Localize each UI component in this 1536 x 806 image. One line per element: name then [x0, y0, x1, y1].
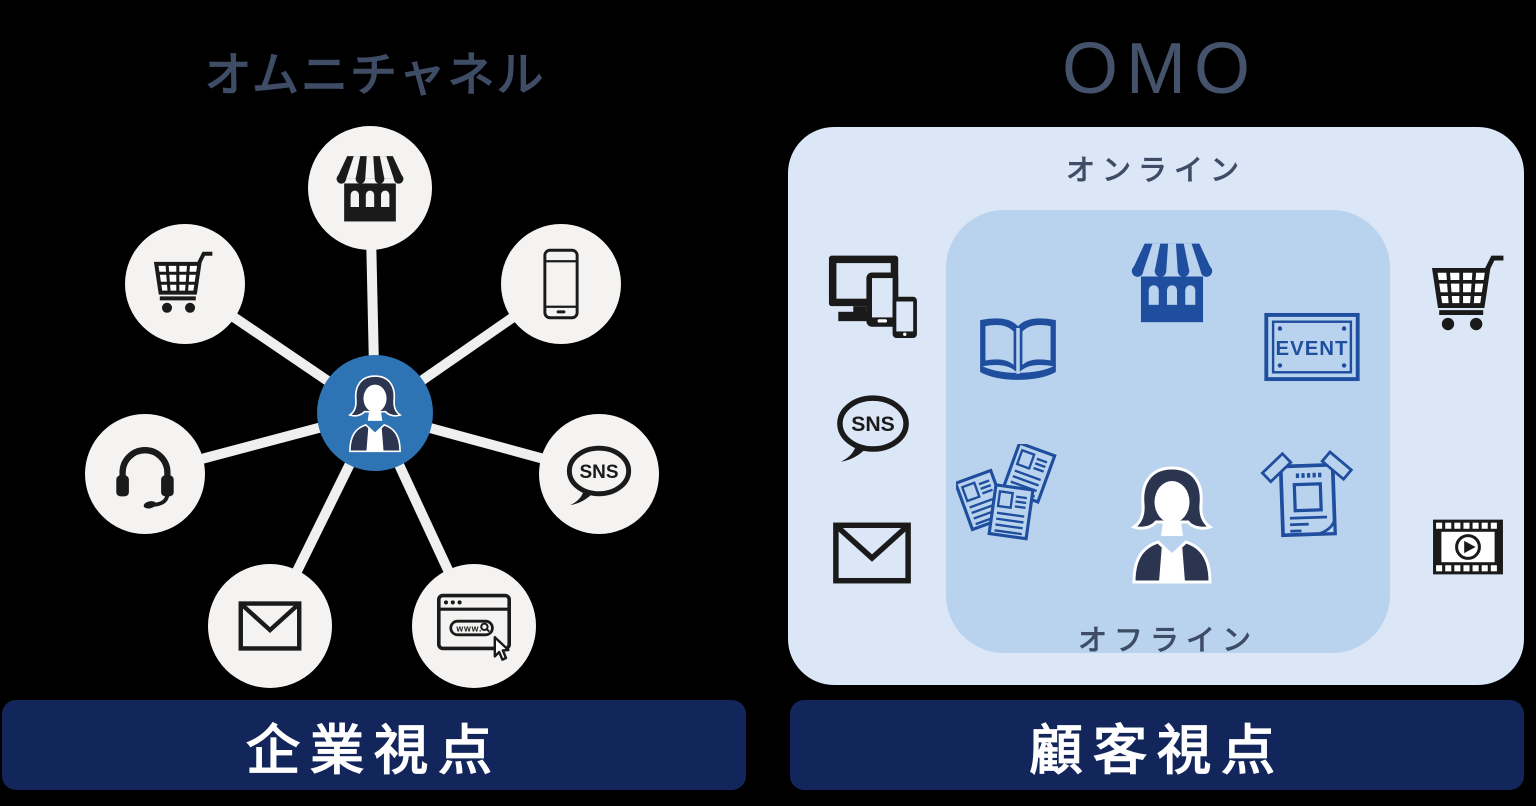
- customer-perspective-label: 顧客視点: [1029, 720, 1285, 781]
- devices-icon: [828, 255, 917, 338]
- left-panel: オムニチャネル: [0, 0, 750, 806]
- omnichannel-title: オムニチャネル: [204, 48, 546, 101]
- company-perspective-label: 企業視点: [246, 720, 502, 781]
- company-perspective-bar: 企業視点: [2, 700, 746, 790]
- book-icon: [980, 318, 1056, 380]
- headset-icon: [116, 447, 174, 509]
- event-sign-icon: EVENT: [1264, 312, 1360, 382]
- store-icon: [336, 156, 404, 222]
- channel-store: [308, 126, 432, 250]
- film-icon: [1433, 519, 1503, 575]
- sns-label: SNS: [851, 413, 895, 436]
- event-label: EVENT: [1276, 338, 1349, 360]
- mail-icon: [833, 522, 911, 584]
- channel-mail: [208, 564, 332, 688]
- person-icon: [348, 375, 402, 453]
- channel-smartphone: [501, 224, 621, 344]
- spoke-lines: [143, 187, 601, 629]
- offline-label: オフライン: [1077, 625, 1258, 657]
- cart-icon: [153, 251, 213, 313]
- right-panel: OMO: [750, 0, 1536, 806]
- sns-label: SNS: [579, 462, 618, 483]
- sns-icon: SNS: [837, 395, 909, 462]
- cart-icon: [1431, 255, 1504, 331]
- flyers-icon: [956, 444, 1057, 541]
- center-company-hub: [317, 355, 433, 471]
- sns-icon: SNS: [566, 445, 632, 506]
- smartphone-icon: [543, 248, 579, 320]
- channel-callcenter: [85, 414, 205, 534]
- store-icon: [1131, 243, 1213, 323]
- online-label: オンライン: [1065, 155, 1246, 187]
- person-icon: [1130, 466, 1214, 584]
- channel-ec-cart: [125, 224, 245, 344]
- mail-icon: [238, 601, 302, 651]
- customer-perspective-bar: 顧客視点: [790, 700, 1524, 790]
- browser-icon: www.: [437, 593, 511, 661]
- channel-sns: SNS: [539, 414, 659, 534]
- www-label: www.: [455, 624, 482, 634]
- poster-icon: [1260, 450, 1354, 538]
- channel-web: www.: [412, 564, 536, 688]
- omo-title: OMO: [1062, 29, 1258, 109]
